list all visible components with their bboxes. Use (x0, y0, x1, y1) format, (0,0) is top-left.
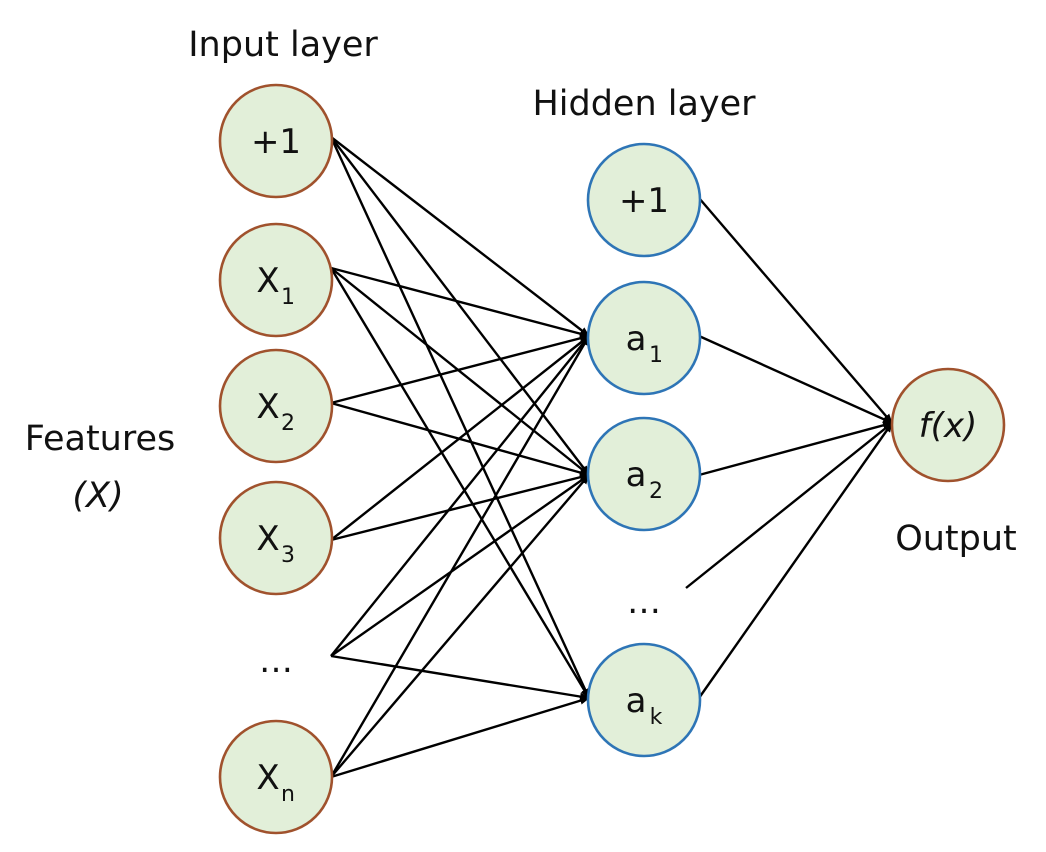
node-circle-hid-a1 (586, 280, 702, 396)
node-subscript-hid-a2: 2 (649, 479, 663, 504)
node-label-in-x2: X (256, 387, 279, 427)
node-subscript-in-xn: n (281, 782, 295, 807)
node-circle-in-x3 (218, 480, 334, 596)
edge-in-dots-to-hid-a2 (330, 474, 590, 657)
node-circle-in-bias (218, 83, 334, 199)
edge-in-x3-to-hid-a1 (330, 335, 590, 541)
edge-in-bias-to-hid-a2 (330, 136, 590, 476)
edge-in-xn-to-hid-a2 (330, 474, 590, 778)
node-label-in-dots: … (259, 641, 293, 681)
node-circle-hid-a2 (586, 416, 702, 532)
features-label: Features (25, 419, 176, 459)
edge-in-xn-to-hid-a1 (329, 335, 591, 778)
edge-in-bias-to-hid-ak (329, 136, 591, 699)
edge-in-dots-to-hid-ak (330, 654, 590, 701)
features-symbol: (X) (72, 476, 123, 516)
node-circle-out-fx (890, 367, 1006, 483)
edge-in-x2-to-hid-a1 (330, 334, 590, 405)
edge-in-bias-to-hid-a1 (330, 136, 590, 337)
edge-in-x1-to-hid-a2 (330, 267, 590, 476)
edge-hid-dots-to-out-fx (685, 422, 893, 589)
node-hid-bias: +1 (586, 142, 702, 258)
node-label-in-bias: +1 (251, 122, 301, 162)
edge-in-x1-to-hid-ak (329, 267, 591, 699)
node-label-hid-bias: +1 (619, 181, 669, 221)
node-circle-in-x1 (218, 222, 334, 338)
edge-hid-ak-to-out-fx (698, 422, 893, 699)
node-circle-hid-ak (586, 642, 702, 758)
edge-hid-a1-to-out-fx (698, 334, 893, 425)
node-label-hid-a1: a (626, 319, 647, 359)
node-label-hid-ak: a (626, 681, 647, 721)
node-label-in-x3: X (256, 519, 279, 559)
node-in-bias: +1 (218, 83, 334, 199)
node-in-dots: … (259, 641, 293, 681)
node-label-hid-a2: a (626, 455, 647, 495)
edge-hid-a2-to-out-fx (698, 421, 893, 477)
node-label-in-x1: X (256, 261, 279, 301)
edge-in-dots-to-hid-a1 (330, 335, 590, 657)
node-subscript-hid-ak: k (650, 705, 663, 730)
node-subscript-in-x3: 3 (281, 543, 295, 568)
edge-hid-bias-to-out-fx (698, 197, 893, 424)
node-label-out-fx: f(x) (919, 406, 978, 446)
edge-in-x1-to-hid-a1 (330, 266, 590, 338)
edges-layer (329, 136, 893, 779)
node-out-fx: f(x) (890, 367, 1006, 483)
edge-in-xn-to-hid-ak (330, 696, 590, 779)
node-label-in-xn: X (256, 758, 279, 798)
node-subscript-in-x1: 1 (281, 285, 295, 310)
hidden-layer-title: Hidden layer (532, 84, 756, 124)
node-label-hid-dots: … (627, 582, 661, 622)
node-circle-in-xn (218, 719, 334, 835)
edge-in-x3-to-hid-a2 (330, 473, 590, 542)
node-circle-in-x2 (218, 348, 334, 464)
node-subscript-hid-a1: 1 (649, 343, 663, 368)
input-layer-title: Input layer (188, 25, 378, 65)
node-subscript-in-x2: 2 (281, 411, 295, 436)
node-hid-dots: … (627, 582, 661, 622)
node-circle-hid-bias (586, 142, 702, 258)
output-label: Output (895, 519, 1017, 559)
